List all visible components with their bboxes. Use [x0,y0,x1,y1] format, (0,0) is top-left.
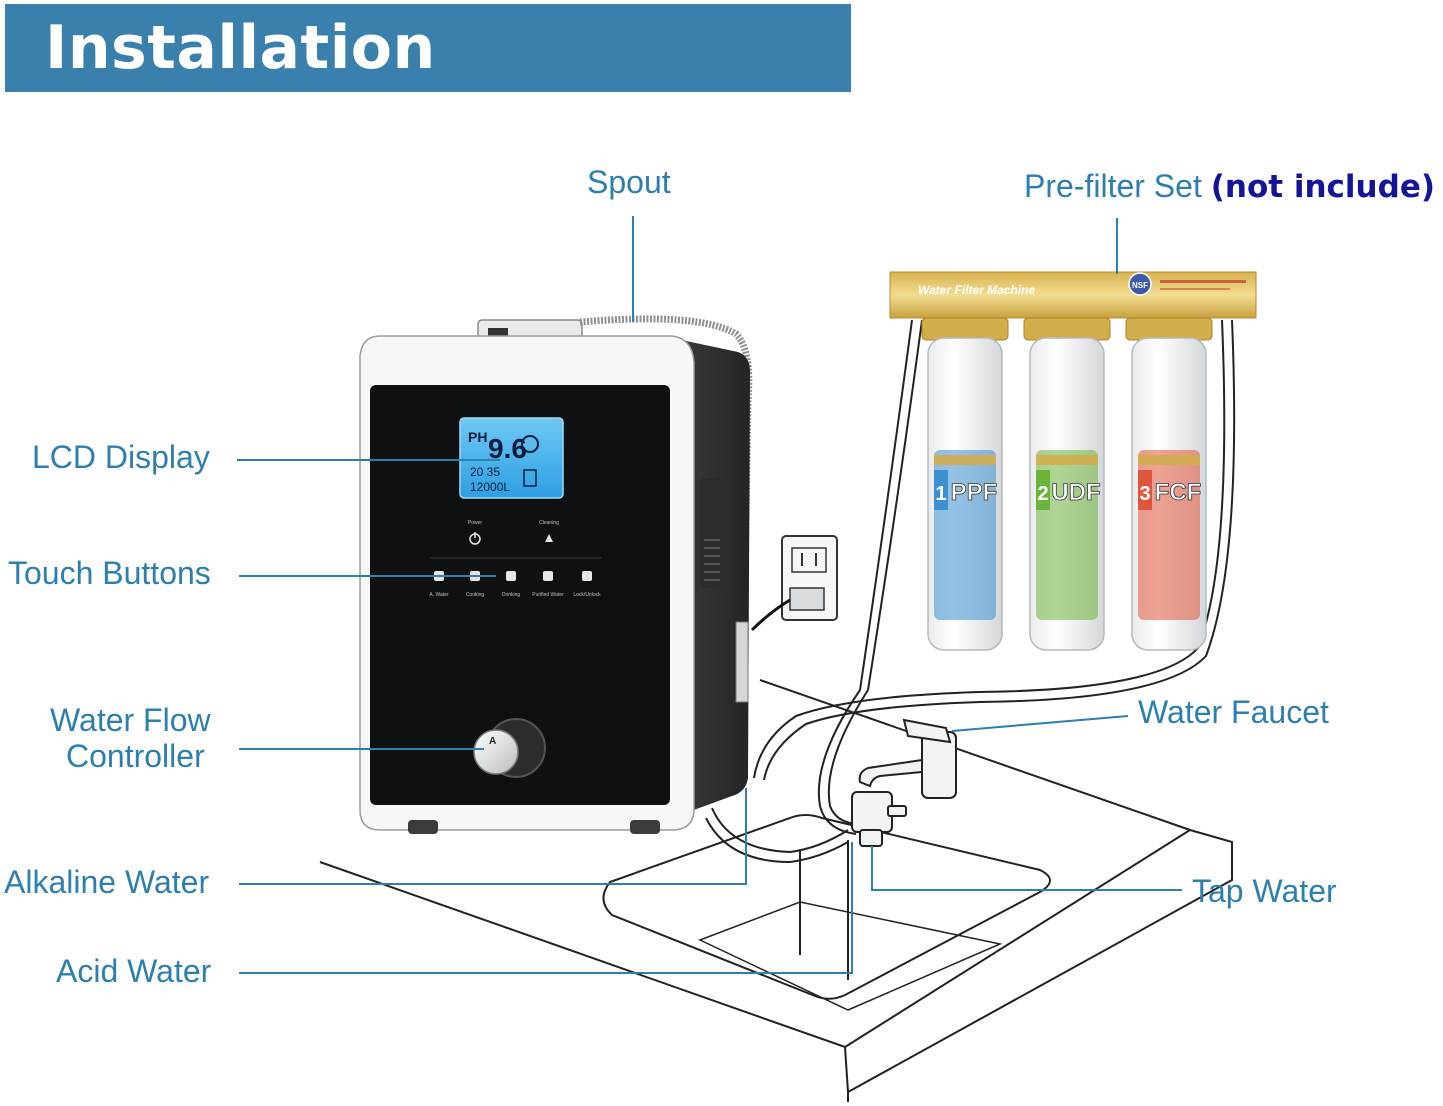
label-prefilter-set: Pre-filter Set (not include) [1024,168,1435,205]
panel-button-lock-unlock: Lock/Unlock [573,571,601,598]
lcd-row2: 20 35 [470,465,500,479]
label-prefilter-text: Pre-filter Set [1024,168,1202,204]
svg-text:A. Water: A. Water [429,592,449,598]
svg-text:Cleaning: Cleaning [539,520,559,526]
label-water-faucet: Water Faucet [1138,694,1329,730]
label-controller: Controller [66,738,205,774]
svg-text:Drinking: Drinking [502,592,521,598]
label-not-include: (not include) [1210,169,1436,205]
label-spout: Spout [587,164,671,200]
filter-machine-header: Water Filter Machine [918,283,1035,297]
cartridge-code: PPF [951,479,998,506]
page-title: Installation instructions [5,4,851,171]
label-touch-buttons: Touch Buttons [8,555,211,591]
cartridge-number: 2 [1037,483,1048,505]
cartridge-number: 1 [935,483,946,505]
water-flow-knob [473,729,519,775]
svg-text:A: A [489,736,496,747]
label-alkaline-water: Alkaline Water [4,864,210,900]
water-ionizer-machine: PH 9.6 20 35 12000L Power Cleaning A. Wat… [359,315,753,834]
cartridge-code: UDF [1051,479,1100,506]
panel-button-drinking: Drinking [502,571,521,598]
water-faucet [851,718,957,847]
label-acid-water: Acid Water [56,953,212,989]
lcd-row3: 12000L [470,480,510,494]
leader-lines [237,216,1182,974]
cartridge-number: 3 [1139,483,1150,505]
nsf-badge: NSF [1132,281,1148,290]
hoses [705,319,1236,864]
svg-text:Lock/Unlock: Lock/Unlock [573,592,601,598]
panel-top-buttons: Power Cleaning [468,520,559,545]
svg-text:Purified Water: Purified Water [532,592,564,598]
label-tap-water: Tap Water [1192,873,1337,909]
cartridge-code: FCF [1155,479,1202,506]
panel-button-power: Power [468,520,483,545]
svg-text:Power: Power [468,520,483,526]
panel-touch-buttons: A. Water Cooking Drinking Purified Water Loc… [429,571,601,598]
lcd-ph-label: PH [468,429,487,445]
lcd-ph-value: 9.6 [488,433,527,464]
countertop-outline [319,679,1233,1102]
label-water-flow: Water Flow [50,702,211,738]
panel-button-cleaning: Cleaning [539,520,559,542]
label-lcd-display: LCD Display [32,439,210,475]
wall-outlet [750,535,838,632]
svg-text:Cooking: Cooking [466,592,485,598]
panel-button-purified-water: Purified Water [532,571,564,598]
